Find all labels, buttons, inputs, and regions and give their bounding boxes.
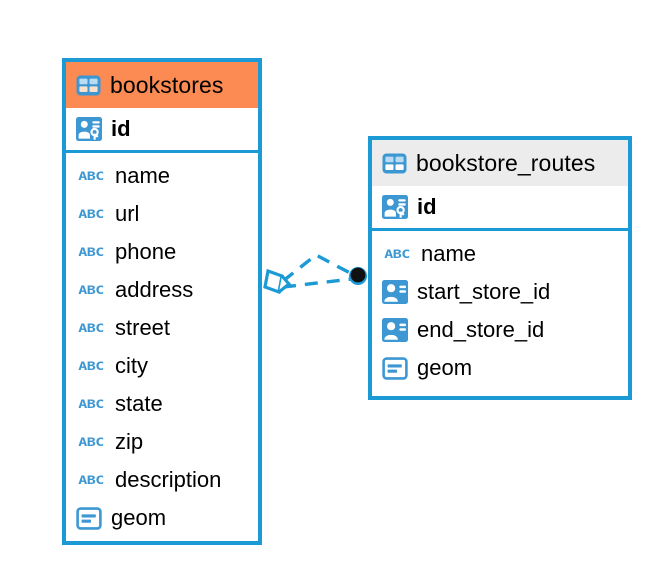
field-row-description[interactable]: ABC description <box>66 461 258 499</box>
field-row-primary-key[interactable]: id <box>66 108 258 153</box>
field-row-phone[interactable]: ABC phone <box>66 233 258 271</box>
field-label: address <box>115 277 194 302</box>
field-row-geom[interactable]: geom <box>372 349 628 387</box>
entity-bookstore-routes[interactable]: bookstore_routes id ABC name <box>368 136 632 400</box>
text-type-icon: ABC <box>78 434 104 449</box>
field-row-end-store-id[interactable]: end_store_id <box>372 311 628 349</box>
field-label: geom <box>111 505 167 530</box>
crows-foot-many-marker <box>263 268 292 295</box>
geometry-type-icon <box>76 506 102 530</box>
field-label: start_store_id <box>417 279 551 304</box>
text-type-icon: ABC <box>78 472 104 487</box>
text-type-icon: ABC <box>78 358 104 373</box>
field-label: end_store_id <box>417 317 545 342</box>
table-icon <box>382 153 407 174</box>
field-row-name[interactable]: ABC name <box>372 235 628 273</box>
field-label: name <box>421 241 477 266</box>
entity-name-label: bookstore_routes <box>416 149 596 176</box>
field-label: street <box>115 315 171 340</box>
field-row-address[interactable]: ABC address <box>66 271 258 309</box>
table-icon <box>76 75 101 96</box>
field-label: geom <box>417 355 473 380</box>
foreign-key-icon <box>382 318 408 342</box>
relationship-line-upper <box>281 252 353 283</box>
text-type-icon: ABC <box>78 244 104 259</box>
field-label: state <box>115 391 163 416</box>
entity-header-bookstores[interactable]: bookstores <box>66 62 258 108</box>
field-label: description <box>115 467 222 492</box>
field-row-geom[interactable]: geom <box>66 499 258 537</box>
filled-circle-marker <box>349 267 367 285</box>
field-list-bookstore-routes: ABC name start_store_id <box>372 231 628 391</box>
text-type-icon: ABC <box>78 320 104 335</box>
field-row-city[interactable]: ABC city <box>66 347 258 385</box>
field-row-primary-key[interactable]: id <box>372 186 628 231</box>
field-row-start-store-id[interactable]: start_store_id <box>372 273 628 311</box>
entity-bookstores[interactable]: bookstores id ABC name <box>62 58 262 545</box>
text-type-icon: ABC <box>78 206 104 221</box>
relationship-line-lower <box>282 277 353 289</box>
field-label-id: id <box>111 116 131 141</box>
field-label: url <box>115 201 140 226</box>
text-type-icon: ABC <box>384 246 410 261</box>
field-label-id: id <box>417 194 437 219</box>
field-list-bookstores: ABC name ABC url ABC phone ABC address A… <box>66 153 258 541</box>
primary-key-icon <box>76 117 102 141</box>
field-row-name[interactable]: ABC name <box>66 157 258 195</box>
geometry-type-icon <box>382 356 408 380</box>
field-label: phone <box>115 239 177 264</box>
text-type-icon: ABC <box>78 396 104 411</box>
field-row-zip[interactable]: ABC zip <box>66 423 258 461</box>
field-label: zip <box>115 429 144 454</box>
foreign-key-icon <box>382 280 408 304</box>
text-type-icon: ABC <box>78 282 104 297</box>
field-row-state[interactable]: ABC state <box>66 385 258 423</box>
field-label: name <box>115 163 171 188</box>
field-row-url[interactable]: ABC url <box>66 195 258 233</box>
entity-name-label: bookstores <box>110 71 224 98</box>
text-type-icon: ABC <box>78 168 104 183</box>
primary-key-icon <box>382 195 408 219</box>
field-label: city <box>115 353 148 378</box>
field-row-street[interactable]: ABC street <box>66 309 258 347</box>
entity-header-bookstore-routes[interactable]: bookstore_routes <box>372 140 628 186</box>
